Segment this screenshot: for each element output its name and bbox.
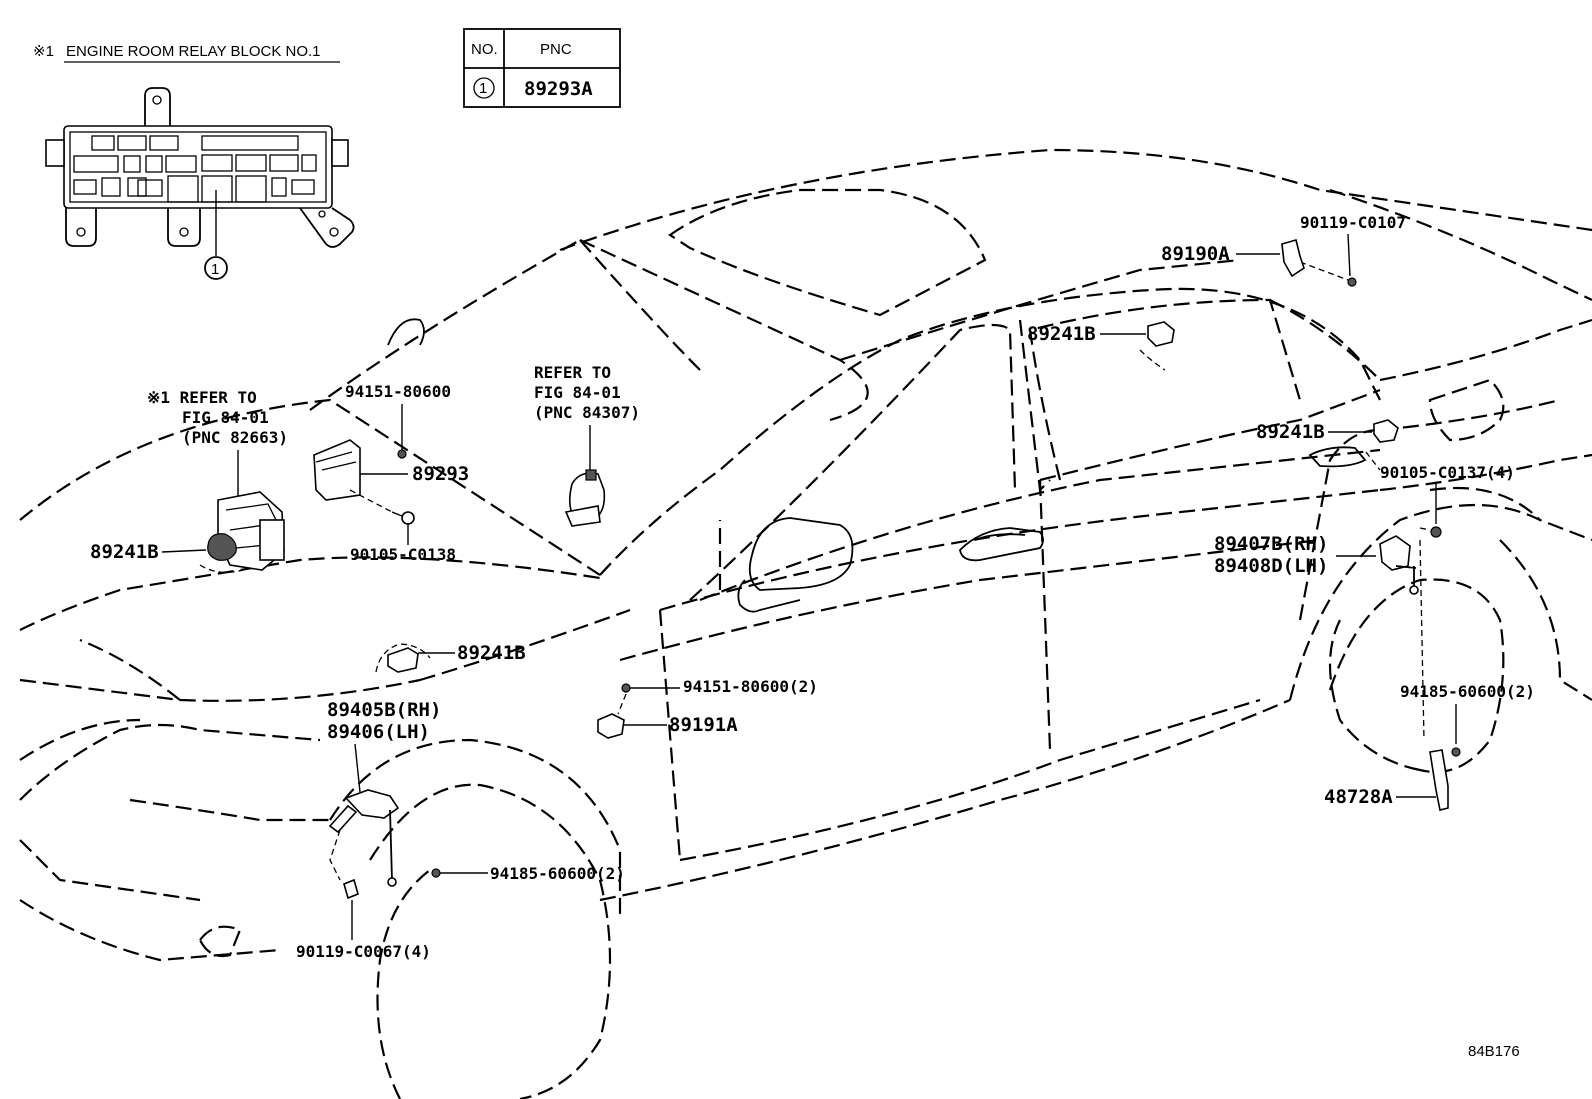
module-89293 [313, 439, 415, 525]
nut-94185-front [431, 868, 441, 878]
height-sensor-roof [1139, 321, 1175, 371]
bolt-90119-C0107 [1347, 277, 1357, 287]
height-sensor-left [199, 533, 251, 573]
label-90119-C0067-4: 90119-C0067(4) [296, 942, 431, 961]
door-sensor-89191A [597, 713, 625, 739]
pnc-table-header-no: NO. [471, 41, 498, 58]
label-89405B-RH: 89405B(RH) [327, 699, 441, 721]
label-89241B-roof: 89241B [1027, 323, 1096, 345]
label-94151-80600-2: 94151-80600(2) [683, 677, 818, 696]
pnc-table-row-pnc: 89293A [524, 78, 593, 100]
nut-94185-rear [1451, 747, 1461, 757]
relay-callout-circle [204, 256, 228, 280]
label-94151-80600: 94151-80600 [345, 382, 451, 401]
hood-ornament [387, 318, 425, 346]
note-mark: ※1 [33, 43, 54, 60]
label-89407B-RH: 89407B(RH) [1214, 533, 1328, 555]
rear-door-handle [1308, 446, 1367, 468]
label-89190A: 89190A [1161, 243, 1230, 265]
label-89241B-left: 89241B [90, 541, 159, 563]
label-89293: 89293 [412, 463, 469, 485]
relay-block-drawing [45, 87, 355, 248]
label-94185-60600-2-rear: 94185-60600(2) [1400, 682, 1535, 701]
yaw-sensor-center [564, 469, 606, 527]
car-body-outline [19, 148, 1592, 1099]
label-89241B-hood: 89241B [457, 642, 526, 664]
label-90105-C0138: 90105-C0138 [350, 545, 456, 564]
height-sensor-hood [375, 643, 431, 673]
refer-note-center: REFER TO FIG 84-01 (PNC 84307) [534, 363, 640, 422]
bolt-90105-C0137 [1430, 526, 1442, 538]
relay-callout-number: 1 [211, 261, 219, 278]
refer-left-line1: ※1 REFER TO [147, 388, 257, 407]
label-89191A: 89191A [669, 714, 738, 736]
refer-left-line3: (PNC 82663) [182, 428, 288, 447]
label-89241B-rear: 89241B [1256, 421, 1325, 443]
pnc-table-row-no: 1 [479, 80, 487, 97]
refer-center-line2: FIG 84-01 [534, 383, 621, 402]
side-mirror [737, 517, 854, 613]
relay-block-title: ENGINE ROOM RELAY BLOCK NO.1 [66, 43, 321, 60]
refer-center-line3: (PNC 84307) [534, 403, 640, 422]
label-89406-LH: 89406(LH) [327, 721, 430, 743]
rear-height-sensor [1379, 535, 1419, 595]
door-handle [959, 527, 1044, 562]
pnc-table: NO. PNC 1 89293A [463, 28, 621, 108]
pnc-table-row-circle [473, 77, 495, 99]
label-94185-60600-2-front: 94185-60600(2) [490, 864, 625, 883]
refer-left-line2: FIG 84-01 [182, 408, 269, 427]
relay-block-inset: ※1 ENGINE ROOM RELAY BLOCK NO.1 [33, 43, 355, 280]
refer-note-left: ※1 REFER TO FIG 84-01 (PNC 82663) [147, 388, 288, 447]
label-48728A: 48728A [1324, 786, 1393, 808]
label-90119-C0107: 90119-C0107 [1300, 213, 1406, 232]
figure-id: 84B176 [1468, 1043, 1520, 1060]
height-sensor-rear [1365, 419, 1399, 471]
bracket-89190A [1281, 239, 1305, 278]
bracket-48728A [1429, 749, 1449, 811]
label-89408D-LH: 89408D(LH) [1214, 555, 1328, 577]
front-height-sensor [328, 789, 400, 900]
label-90105-C0137-4: 90105-C0137(4) [1380, 463, 1515, 482]
pnc-table-header-pnc: PNC [540, 41, 572, 58]
nut-94151-door [621, 683, 631, 693]
refer-center-line1: REFER TO [534, 363, 611, 382]
